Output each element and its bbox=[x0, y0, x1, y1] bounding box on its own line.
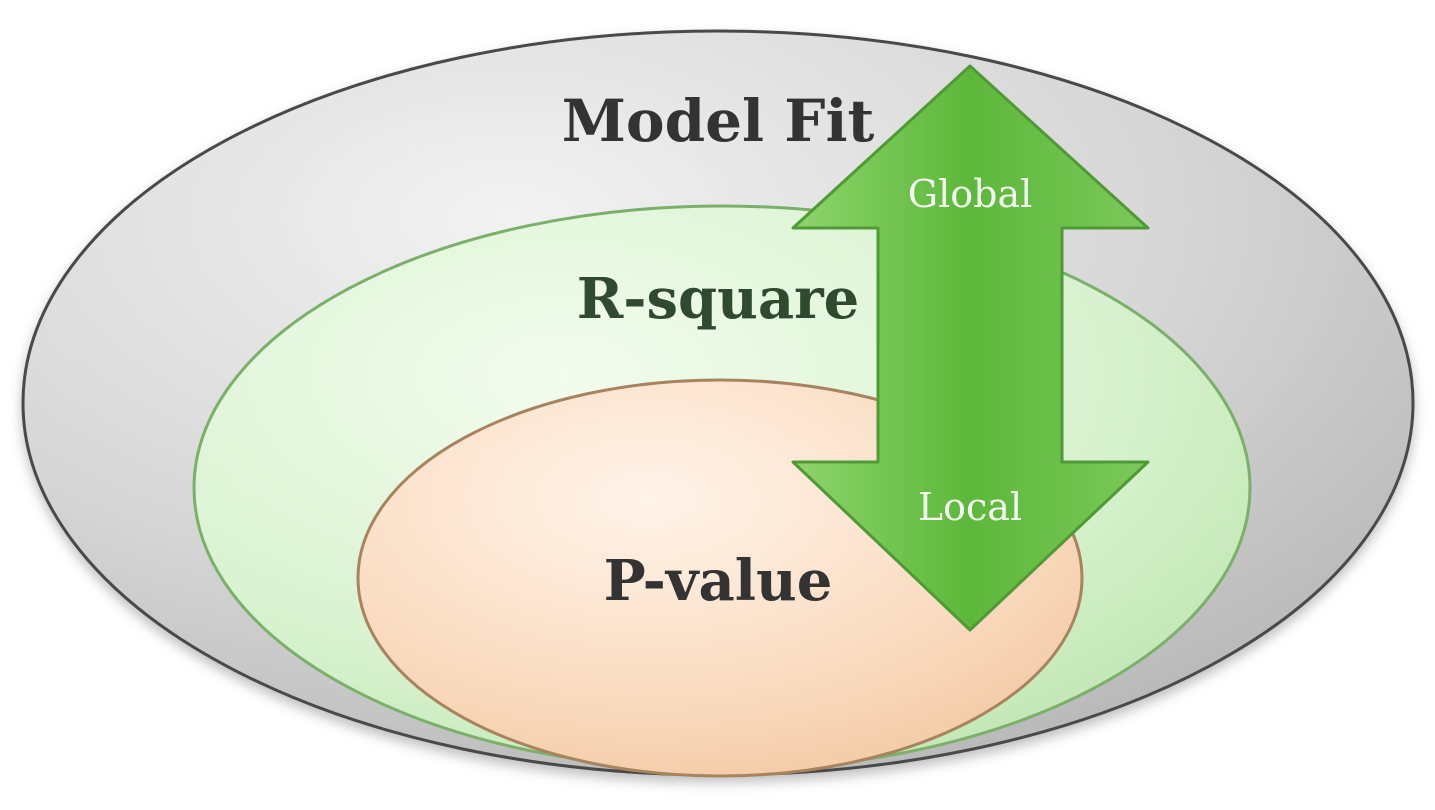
p-value-label: P-value bbox=[604, 548, 833, 614]
local-label: Local bbox=[918, 485, 1022, 529]
r-square-label: R-square bbox=[577, 266, 860, 332]
global-local-double-arrow bbox=[791, 64, 1150, 632]
model-fit-label: Model Fit bbox=[562, 87, 875, 155]
global-label: Global bbox=[908, 172, 1033, 216]
